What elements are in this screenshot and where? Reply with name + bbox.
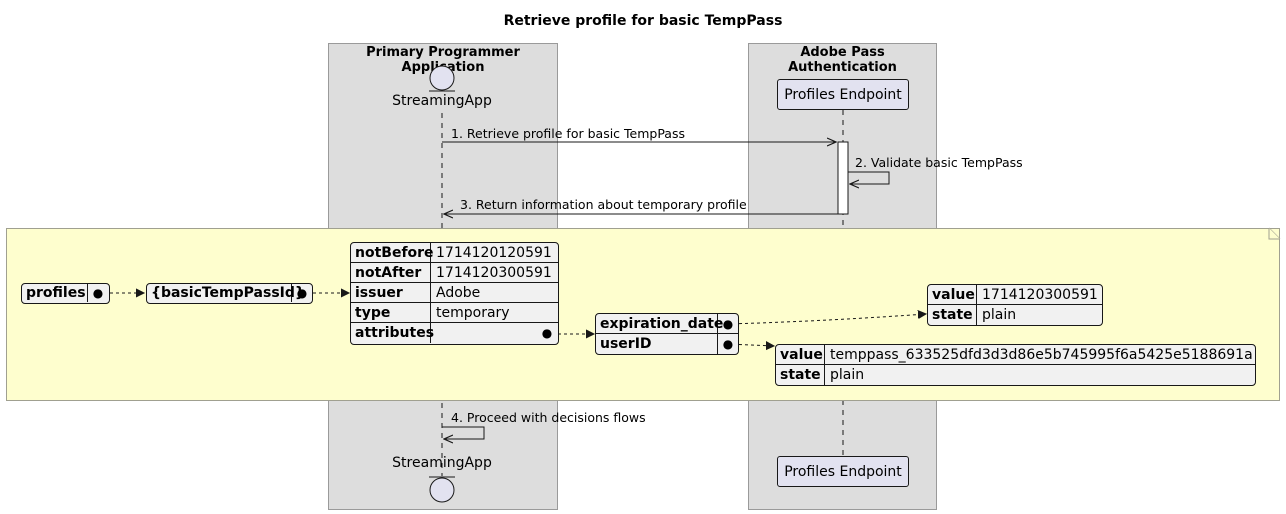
attribute-row: userID ● <box>596 334 738 354</box>
link-dot: ● <box>722 316 734 331</box>
field-row: value temppass_633525dfd3d3d86e5b745995f… <box>776 345 1255 365</box>
diagram-title: Retrieve profile for basic TempPass <box>503 13 783 29</box>
map-expiration-date: value 1714120300591 state plain <box>927 284 1103 326</box>
field-row: state plain <box>928 305 1102 325</box>
field-key: notBefore <box>351 243 434 262</box>
map-user-id: value temppass_633525dfd3d3d86e5b745995f… <box>775 344 1256 386</box>
message-label-2: 2. Validate basic TempPass <box>855 155 1023 170</box>
link-dot: ● <box>541 326 553 340</box>
field-key: state <box>776 365 825 385</box>
map-profiles: profiles ● <box>21 283 110 304</box>
field-value: 1714120300591 <box>436 264 552 281</box>
field-value: temporary <box>436 304 510 321</box>
field-row: notBefore 1714120120591 <box>351 243 558 263</box>
participant-profiles-endpoint-bottom: Profiles Endpoint <box>777 456 909 487</box>
participant-profiles-endpoint-top: Profiles Endpoint <box>777 79 909 110</box>
field-row: state plain <box>776 365 1255 385</box>
field-row: type temporary <box>351 303 558 323</box>
field-key: attributes <box>351 323 434 343</box>
field-row: issuer Adobe <box>351 283 558 303</box>
activation-bar <box>837 141 849 215</box>
link-dot: ● <box>92 286 104 300</box>
field-value: 1714120120591 <box>436 244 552 261</box>
field-key: value <box>928 285 977 304</box>
field-value: plain <box>982 307 1017 323</box>
entity-icon-top <box>429 65 455 91</box>
field-key: value <box>776 345 825 364</box>
map-key: {basicTempPassId} <box>147 284 305 302</box>
field-value <box>431 323 536 343</box>
message-label-1: 1. Retrieve profile for basic TempPass <box>451 126 685 141</box>
field-value: Adobe <box>436 284 481 301</box>
field-key: notAfter <box>351 263 431 282</box>
field-value: temppass_633525dfd3d3d86e5b745995f6a5425… <box>830 346 1253 363</box>
attribute-key: userID <box>596 334 718 354</box>
link-expiration-date <box>726 314 926 325</box>
attribute-row: expiration_date ● <box>596 314 738 334</box>
field-value: 1714120300591 <box>982 286 1098 303</box>
field-row: notAfter 1714120300591 <box>351 263 558 283</box>
map-key: profiles <box>22 284 88 302</box>
link-dot: ● <box>296 286 308 300</box>
map-profile-fields: notBefore 1714120120591 notAfter 1714120… <box>350 242 559 345</box>
entity-icon-bottom <box>429 477 455 503</box>
message-label-3: 3. Return information about temporary pr… <box>460 197 747 212</box>
field-value: plain <box>830 367 865 383</box>
map-attributes: expiration_date ● userID ● <box>595 313 739 355</box>
field-key: type <box>351 303 431 322</box>
arrow-message-2 <box>848 171 890 184</box>
participant-streaming-app-bottom: StreamingApp <box>392 455 492 471</box>
field-row: value 1714120300591 <box>928 285 1102 305</box>
participant-streaming-app-top: StreamingApp <box>392 93 492 109</box>
field-key: issuer <box>351 283 431 302</box>
field-key: state <box>928 305 977 325</box>
arrow-message-4 <box>442 426 485 439</box>
link-dot: ● <box>722 337 734 351</box>
box-title-adobe: Adobe Pass Authentication <box>788 45 897 75</box>
map-basic-temp-pass-id: {basicTempPassId} ● <box>146 283 313 304</box>
attribute-key: expiration_date <box>596 314 723 333</box>
message-label-4: 4. Proceed with decisions flows <box>451 410 646 425</box>
field-row: attributes ● <box>351 323 558 343</box>
